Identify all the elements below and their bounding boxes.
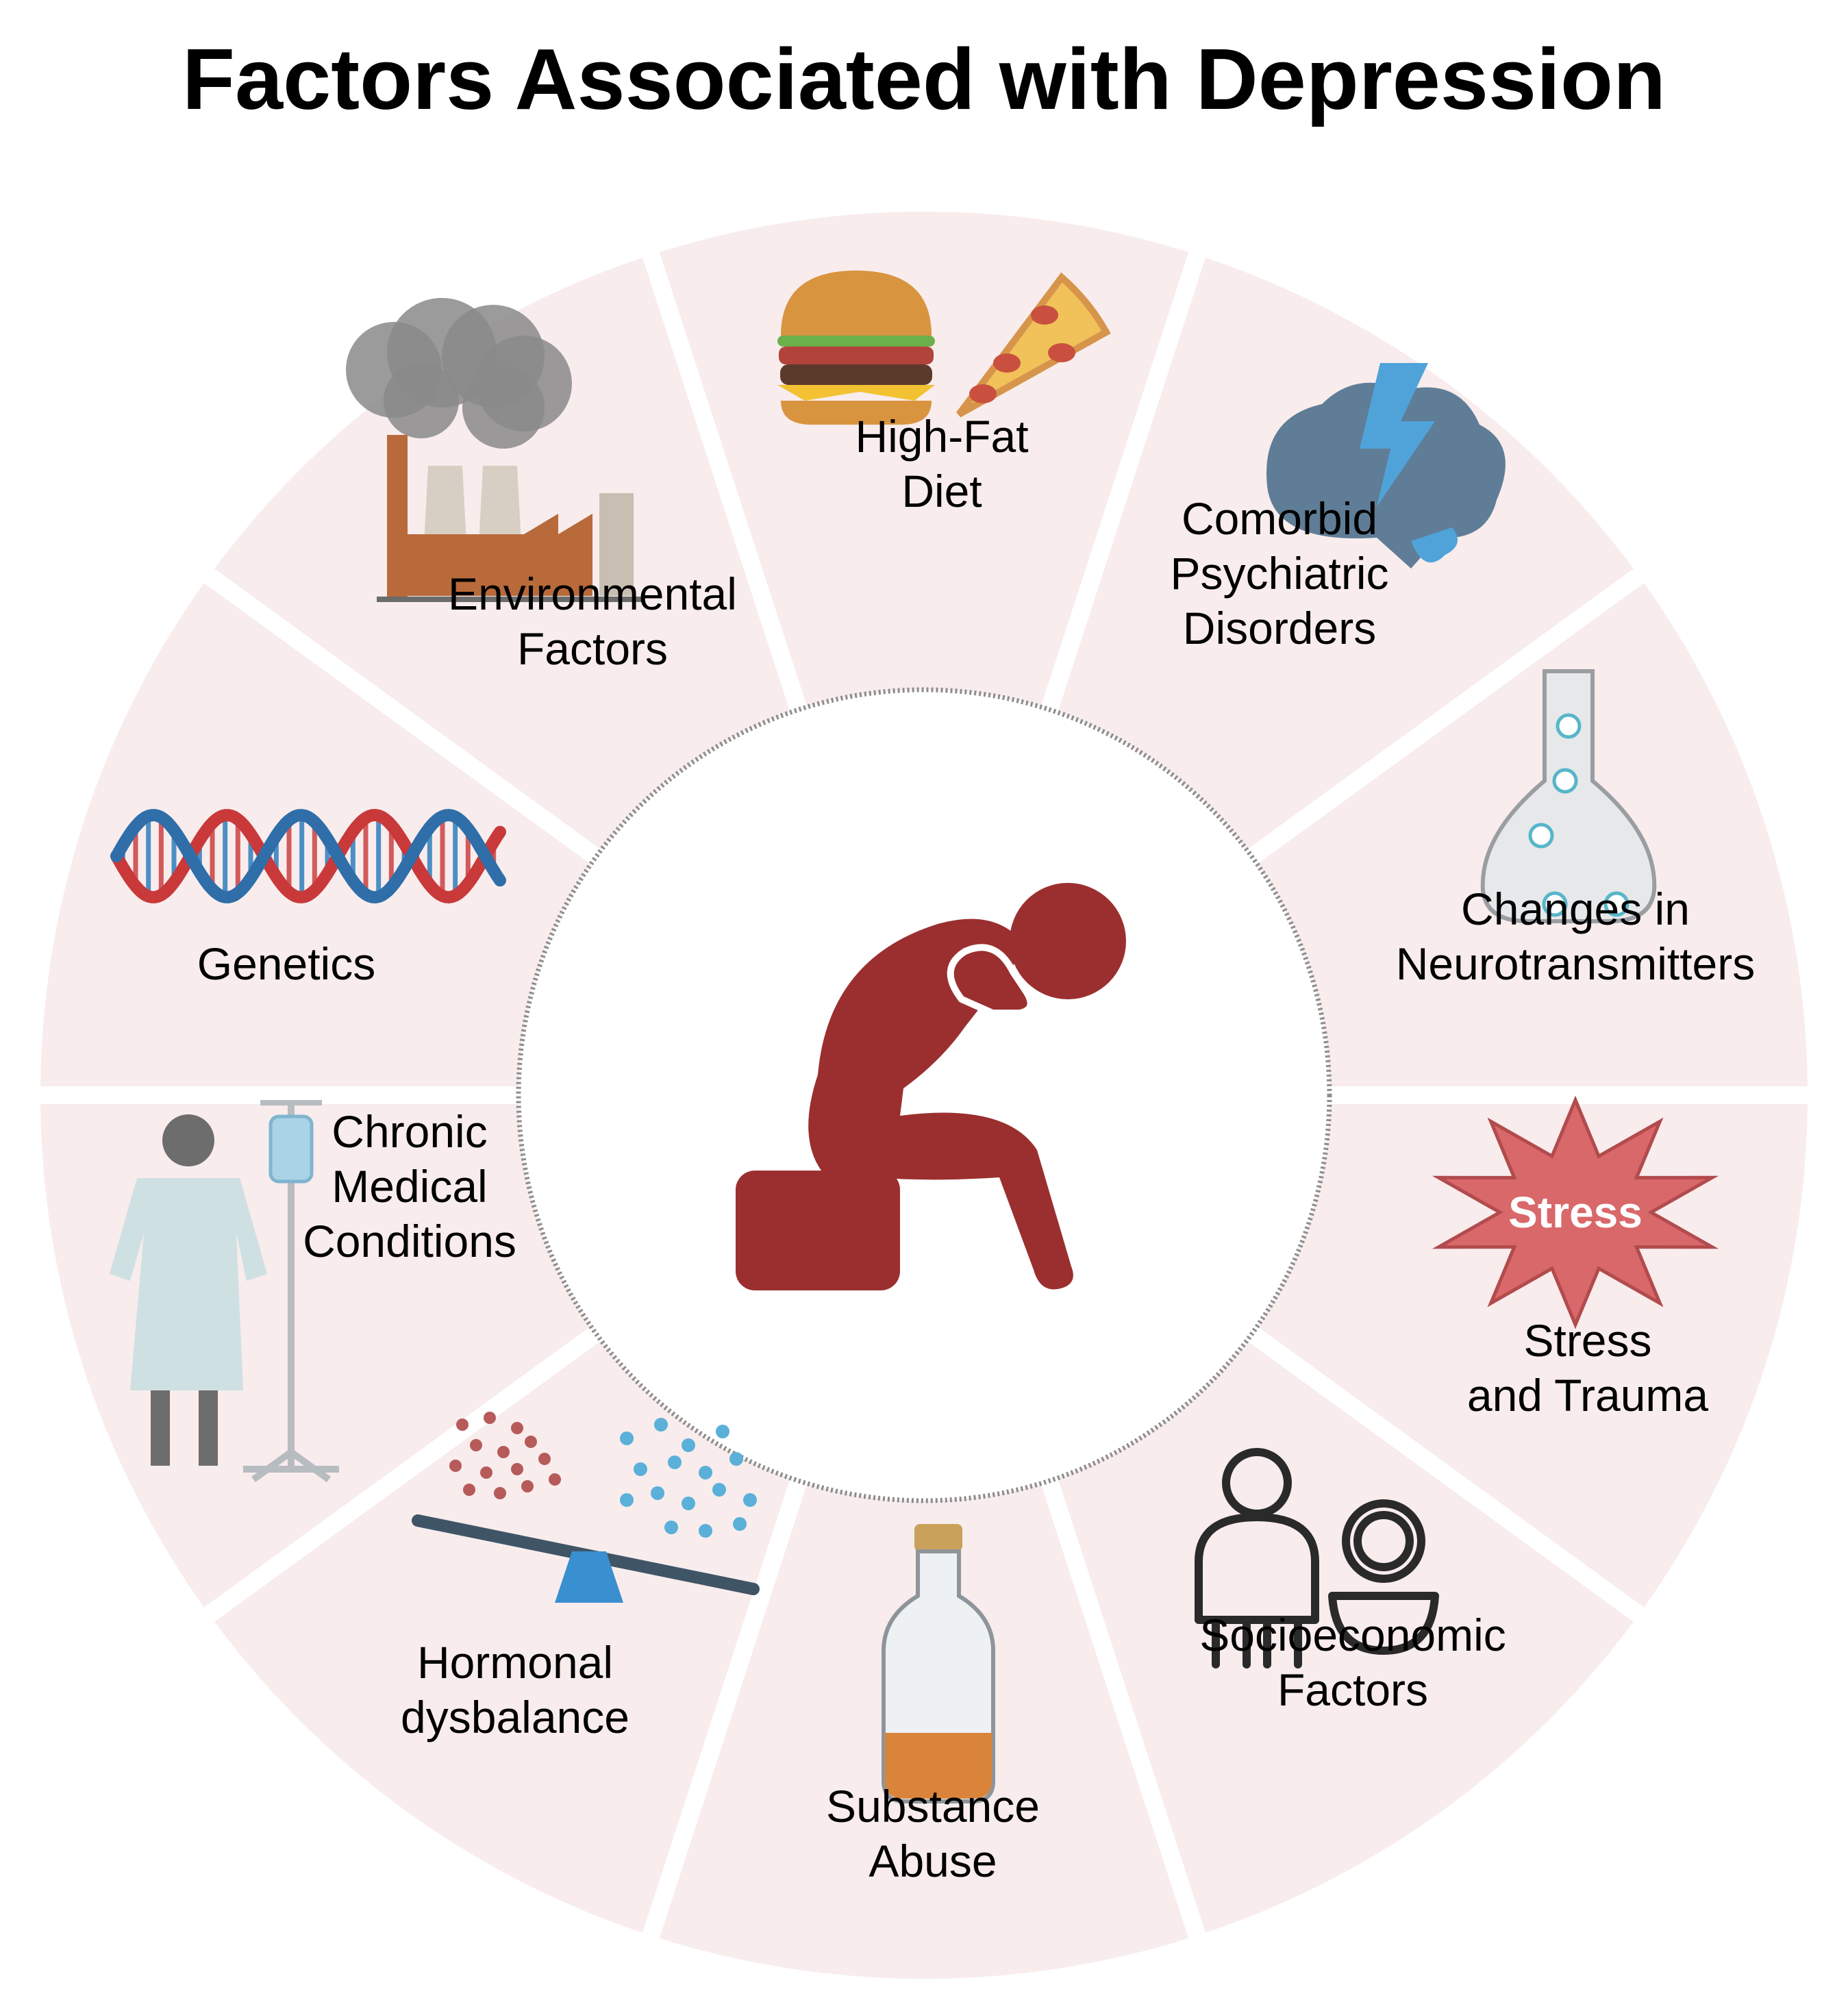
segment-label-line: Changes in [1461, 884, 1690, 934]
depressed-person-icon [736, 883, 1126, 1290]
segment-label-line: and Trauma [1467, 1370, 1708, 1421]
person-coin-icon [1195, 1448, 1439, 1668]
segment-label-line: Neurotransmitters [1396, 938, 1756, 989]
flask-icon [1480, 669, 1657, 923]
burger-pizza-icon [777, 271, 1111, 425]
segment-hormonal [214, 1340, 791, 1933]
segment-label-line: Factors [517, 623, 668, 674]
segment-label-line: Factors [1277, 1664, 1428, 1715]
stress-icon-text: Stress [1508, 1188, 1643, 1237]
segment-label-line: Abuse [869, 1836, 997, 1886]
segment-label-line: Chronic [332, 1106, 487, 1157]
seesaw-balance-icon [412, 1412, 760, 1603]
segment-label-line: Conditions [303, 1216, 516, 1266]
bottle-icon [882, 1524, 995, 1803]
segment-label-line: Substance [826, 1781, 1040, 1832]
dna-icon [110, 808, 506, 904]
segment-label-line: High-Fat [855, 411, 1028, 462]
segment-label-line: Diet [901, 466, 982, 516]
brain-lightning-icon [1266, 363, 1506, 568]
segment-label-line: Hormonal [417, 1637, 613, 1688]
center-disc [516, 687, 1332, 1503]
icons-layer: Stress [110, 271, 1719, 1803]
segment-label-line: Environmental [448, 568, 737, 619]
segment-label-line: dysbalance [401, 1692, 629, 1742]
segment-label-line: Psychiatric [1170, 548, 1388, 599]
factory-icon [346, 298, 644, 602]
segment-comorbid [1057, 258, 1634, 851]
segment-label-line: Stress [1523, 1315, 1651, 1366]
patient-iv-icon [110, 1100, 339, 1483]
segment-label-line: Medical [332, 1161, 487, 1212]
stress-starburst-icon: Stress [1432, 1095, 1719, 1329]
segment-label-line: Disorders [1183, 603, 1376, 653]
segment-label-line: Genetics [197, 938, 375, 989]
page-title: Factors Associated with Depression [182, 31, 1666, 127]
segment-label-line: Comorbid [1182, 493, 1377, 544]
segment-label-genetics: Genetics [197, 938, 375, 989]
segment-label-line: Socioeconomic [1199, 1610, 1506, 1660]
